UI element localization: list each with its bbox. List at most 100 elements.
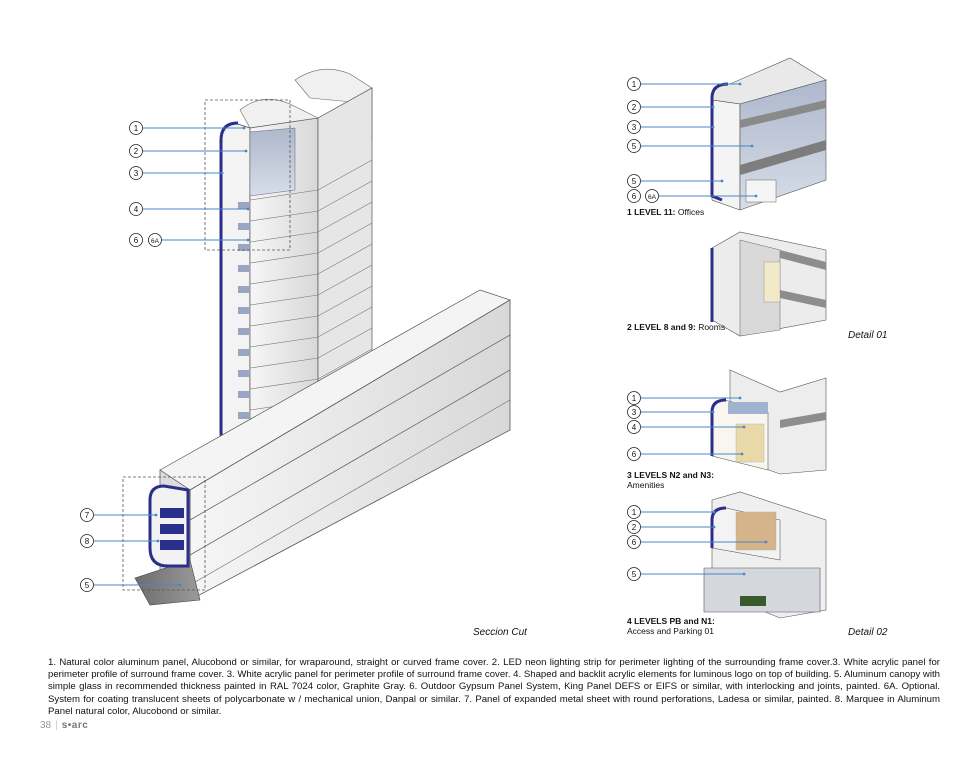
callout-anchor-dot (711, 125, 715, 129)
callout-anchor-dot (738, 82, 742, 86)
main-callout-7: 7 (80, 508, 158, 522)
section-cut-title: Seccion Cut (473, 627, 527, 638)
callout-label: 1 (134, 124, 139, 133)
callout-circle (129, 144, 143, 158)
caption-level-8-9: 2 LEVEL 8 and 9: Rooms (627, 322, 726, 332)
tower-floor-line (249, 159, 373, 201)
callout-label: 5 (85, 581, 90, 590)
tower-window (238, 223, 250, 230)
detail2a-callout-3: 3 (627, 405, 715, 419)
callout-circle (627, 420, 641, 434)
tower-floor-line (249, 264, 373, 306)
tower-window (238, 391, 250, 398)
specification-notes: 1. Natural color aluminum panel, Alucobo… (48, 657, 940, 717)
callout-label: 6 (632, 450, 637, 459)
detail-02-title: Detail 02 (848, 627, 888, 638)
detail1-callout-5: 5 (627, 174, 724, 188)
callout-label: 2 (632, 103, 637, 112)
tower-window (238, 349, 250, 356)
callout-anchor-dot (246, 238, 250, 242)
caption-level-11: 1 LEVEL 11: Offices (627, 207, 705, 217)
detail-02-level-n2-n3 (710, 369, 827, 475)
caption-levels-pb-n1: 4 LEVELS PB and N1: Access and Parking 0… (627, 616, 715, 636)
main-callout-8: 8 (80, 534, 160, 548)
callout-label: 6A (151, 238, 160, 245)
tower-floor-line (249, 306, 373, 348)
callout-label: 2 (134, 147, 139, 156)
callout-label: 6A (648, 194, 657, 201)
detail-box-top (204, 99, 291, 251)
caption-levels-n2-n3: 3 LEVELS N2 and N3:Amenities (627, 470, 714, 490)
callout-anchor-dot (711, 105, 715, 109)
callout-anchor-dot (742, 425, 746, 429)
callout-circle (627, 567, 641, 581)
detail-01-level-11 (710, 57, 827, 211)
tower-window (238, 202, 250, 209)
tower-window (238, 412, 250, 419)
callout-circle (129, 202, 143, 216)
callout-circle (627, 120, 641, 134)
detail1-callout-6: 6 (627, 189, 641, 203)
callout-label: 1 (632, 508, 637, 517)
callout-label: 1 (632, 394, 637, 403)
callout-label: 5 (632, 570, 637, 579)
callout-circle (627, 505, 641, 519)
page-footer: 38|s•arc (40, 720, 89, 731)
callout-anchor-dot (246, 207, 250, 211)
callout-anchor-dot (754, 194, 758, 198)
detail2b-callout-1: 1 (627, 505, 716, 519)
tower-floor-line (249, 285, 373, 327)
callout-circle (627, 520, 641, 534)
callout-anchor-dot (156, 539, 160, 543)
callout-label: 7 (85, 511, 90, 520)
callout-anchor-dot (242, 126, 246, 130)
main-callout-1: 1 (129, 121, 246, 135)
brand-logo: s•arc (61, 720, 89, 731)
detail-01-level-8-9 (710, 231, 827, 337)
tower-floor-line (249, 327, 373, 369)
callout-label: 3 (134, 169, 139, 178)
callout-circle (80, 534, 94, 548)
main-callout-2: 2 (129, 144, 248, 158)
tower-floor-line (249, 243, 373, 285)
callout-anchor-dot (712, 510, 716, 514)
callout-label: 4 (632, 423, 637, 432)
callout-label: 5 (632, 142, 637, 151)
tower-window (238, 286, 250, 293)
detail-02-level-pb-n1 (703, 491, 827, 619)
page-number: 38 (40, 720, 52, 731)
callout-circle (129, 121, 143, 135)
callout-label: 3 (632, 123, 637, 132)
detail2b-callout-6: 6 (627, 535, 768, 549)
tower-window (238, 265, 250, 272)
tower-floor-line (249, 222, 373, 264)
callout-circle (627, 139, 641, 153)
callout-circle (627, 100, 641, 114)
callout-circle (129, 233, 143, 247)
callout-circle (129, 166, 143, 180)
callout-anchor-dot (742, 572, 746, 576)
callout-anchor-dot (178, 583, 182, 587)
callout-circle (627, 174, 641, 188)
callout-label: 6 (632, 192, 637, 201)
tower-floor-line (249, 201, 373, 243)
callout-circle (645, 189, 659, 203)
detail-01-title: Detail 01 (848, 330, 888, 341)
tower-window (238, 328, 250, 335)
callout-anchor-dot (764, 540, 768, 544)
callout-label: 6 (632, 538, 637, 547)
callout-anchor-dot (220, 171, 224, 175)
tower-window (238, 370, 250, 377)
callout-circle (627, 391, 641, 405)
callout-anchor-dot (740, 452, 744, 456)
detail1-callout-3: 3 (627, 120, 715, 134)
callout-anchor-dot (738, 396, 742, 400)
callout-circle (80, 508, 94, 522)
main-callout-4: 4 (129, 202, 250, 216)
callout-anchor-dot (244, 149, 248, 153)
tower-floor-line (249, 348, 373, 390)
